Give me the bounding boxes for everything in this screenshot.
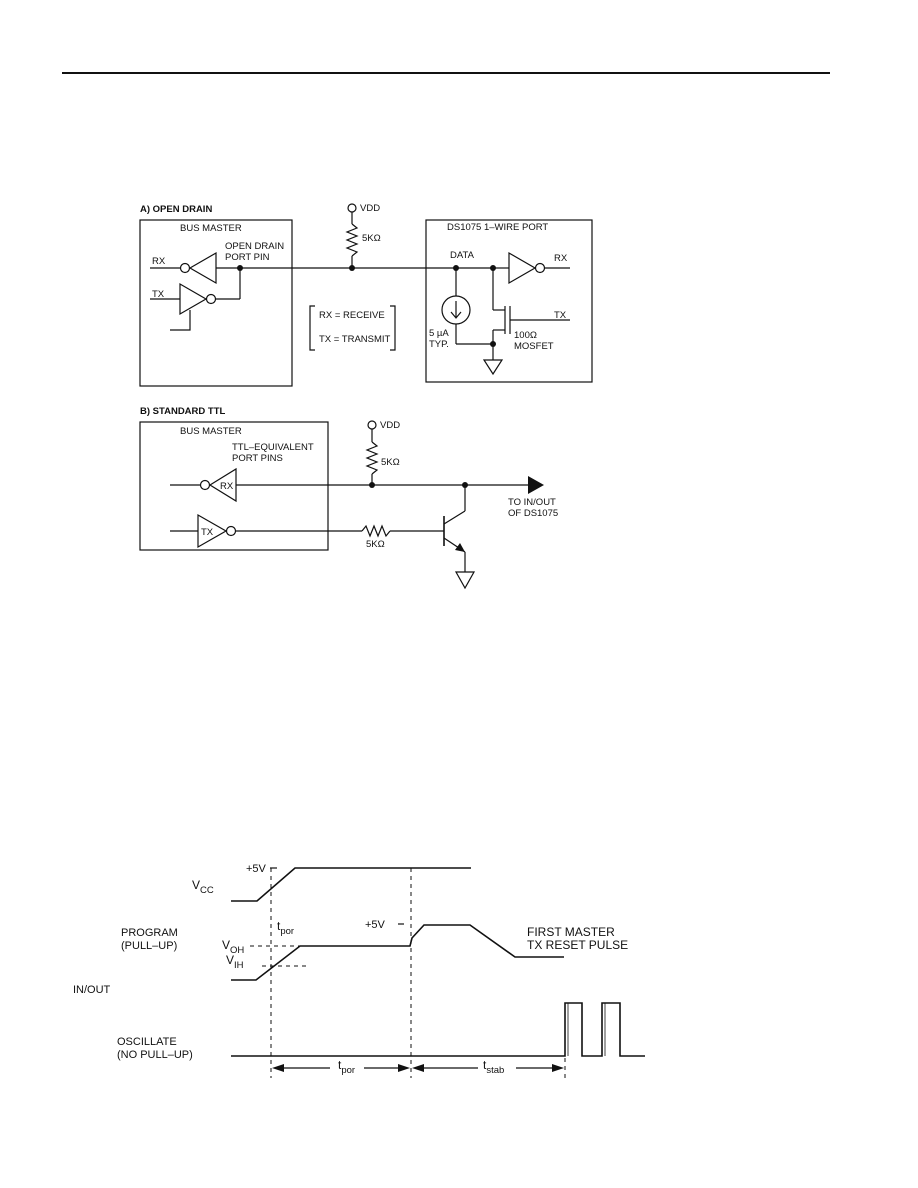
vih-label: VIH — [226, 953, 244, 971]
ds1075-port-box — [425, 219, 593, 383]
timing-diagram: VCC +5V PROGRAM (PULL–UP) VOH VIH tpor +… — [73, 863, 645, 1078]
pullup-resistor-b — [365, 441, 379, 475]
tstab-interval-label: tstab — [483, 1058, 504, 1076]
port-rx-bubble — [534, 262, 546, 274]
legend-bracket-left — [309, 305, 315, 351]
port-rx-label: RX — [554, 253, 568, 264]
bus-master-box-b — [139, 421, 329, 551]
vcc-trace — [231, 867, 471, 902]
resistor-base-label: 5KΩ — [366, 539, 385, 550]
current-typ-label: TYP. — [429, 339, 449, 350]
vcc-5v-label: +5V — [246, 863, 267, 875]
rx-bubble-b — [199, 479, 211, 491]
ground-symbol-a — [482, 359, 504, 376]
pullup-resistor-a — [345, 223, 359, 257]
rx-label-b: RX — [220, 481, 234, 492]
program-5v-label: +5V — [365, 919, 386, 931]
ds-port-label: DS1075 1–WIRE PORT — [447, 222, 548, 233]
open-drain-label: OPEN DRAIN — [225, 241, 284, 252]
mosfet-ohm-label: 100Ω — [514, 330, 537, 341]
vdd-terminal-a — [347, 203, 357, 213]
port-tx-label: TX — [554, 310, 567, 321]
rx-buffer-a — [188, 251, 217, 285]
circuit-open-drain: A) OPEN DRAIN BUS MASTER OPEN DRAIN PORT… — [139, 203, 593, 387]
oscillate-label: OSCILLATE — [117, 1036, 177, 1048]
ttl-equivalent-label: TTL–EQUIVALENT — [232, 442, 314, 453]
rx-inverter-bubble — [179, 262, 191, 274]
inout-label: IN/OUT — [73, 984, 111, 996]
no-pullup-label: (NO PULL–UP) — [117, 1049, 193, 1061]
vdd-label-a: VDD — [360, 203, 380, 214]
tpor-interval-label: tpor — [338, 1058, 355, 1076]
rx-label-a: RX — [152, 256, 166, 267]
tpor-label: tpor — [277, 919, 294, 937]
ground-symbol-b — [454, 571, 476, 590]
of-ds1075-label: OF DS1075 — [508, 508, 558, 519]
circuit-a-title: A) OPEN DRAIN — [140, 204, 212, 215]
tx-buffer-b — [197, 513, 228, 549]
node-port-pin — [237, 265, 243, 271]
tx-bubble-b — [225, 525, 237, 537]
resistor-label-a: 5KΩ — [362, 233, 381, 244]
vdd-label-b: VDD — [380, 420, 400, 431]
vdd-terminal-b — [367, 420, 377, 430]
emitter-arrow — [455, 543, 465, 552]
vcc-label: VCC — [192, 878, 214, 896]
legend-bracket-right — [390, 305, 396, 351]
circuit-standard-ttl: B) STANDARD TTL BUS MASTER TTL–EQUIVALEN… — [139, 406, 558, 590]
current-label: 5 µA — [429, 328, 449, 339]
rx-buffer-port — [508, 251, 537, 285]
bus-master-label-b: BUS MASTER — [180, 426, 242, 437]
tx-label-b: TX — [201, 527, 214, 538]
legend-rx: RX = RECEIVE — [319, 310, 385, 321]
oscillate-trace — [231, 1002, 645, 1057]
base-resistor — [361, 524, 391, 538]
program-label: PROGRAM — [121, 927, 178, 939]
circuit-b-title: B) STANDARD TTL — [140, 406, 226, 417]
output-arrow — [528, 476, 544, 494]
program-pullup-label: (PULL–UP) — [121, 940, 177, 952]
port-pin-label: PORT PIN — [225, 252, 270, 263]
bus-master-label-a: BUS MASTER — [180, 223, 242, 234]
program-trace — [231, 924, 564, 981]
resistor-top-label: 5KΩ — [381, 457, 400, 468]
port-pins-label: PORT PINS — [232, 453, 283, 464]
bus-master-box-a — [139, 219, 293, 387]
tx-label-a: TX — [152, 289, 165, 300]
legend-tx: TX = TRANSMIT — [319, 334, 391, 345]
node-ground-a — [490, 341, 496, 347]
voh-label: VOH — [222, 938, 244, 956]
first-master-label: FIRST MASTER — [527, 925, 615, 939]
mosfet-label: MOSFET — [514, 341, 554, 352]
tx-inverter-bubble — [205, 293, 217, 305]
to-inout-label: TO IN/OUT — [508, 497, 556, 508]
tx-buffer-a — [179, 282, 208, 316]
data-label: DATA — [450, 250, 475, 261]
tx-reset-pulse-label: TX RESET PULSE — [527, 938, 628, 952]
